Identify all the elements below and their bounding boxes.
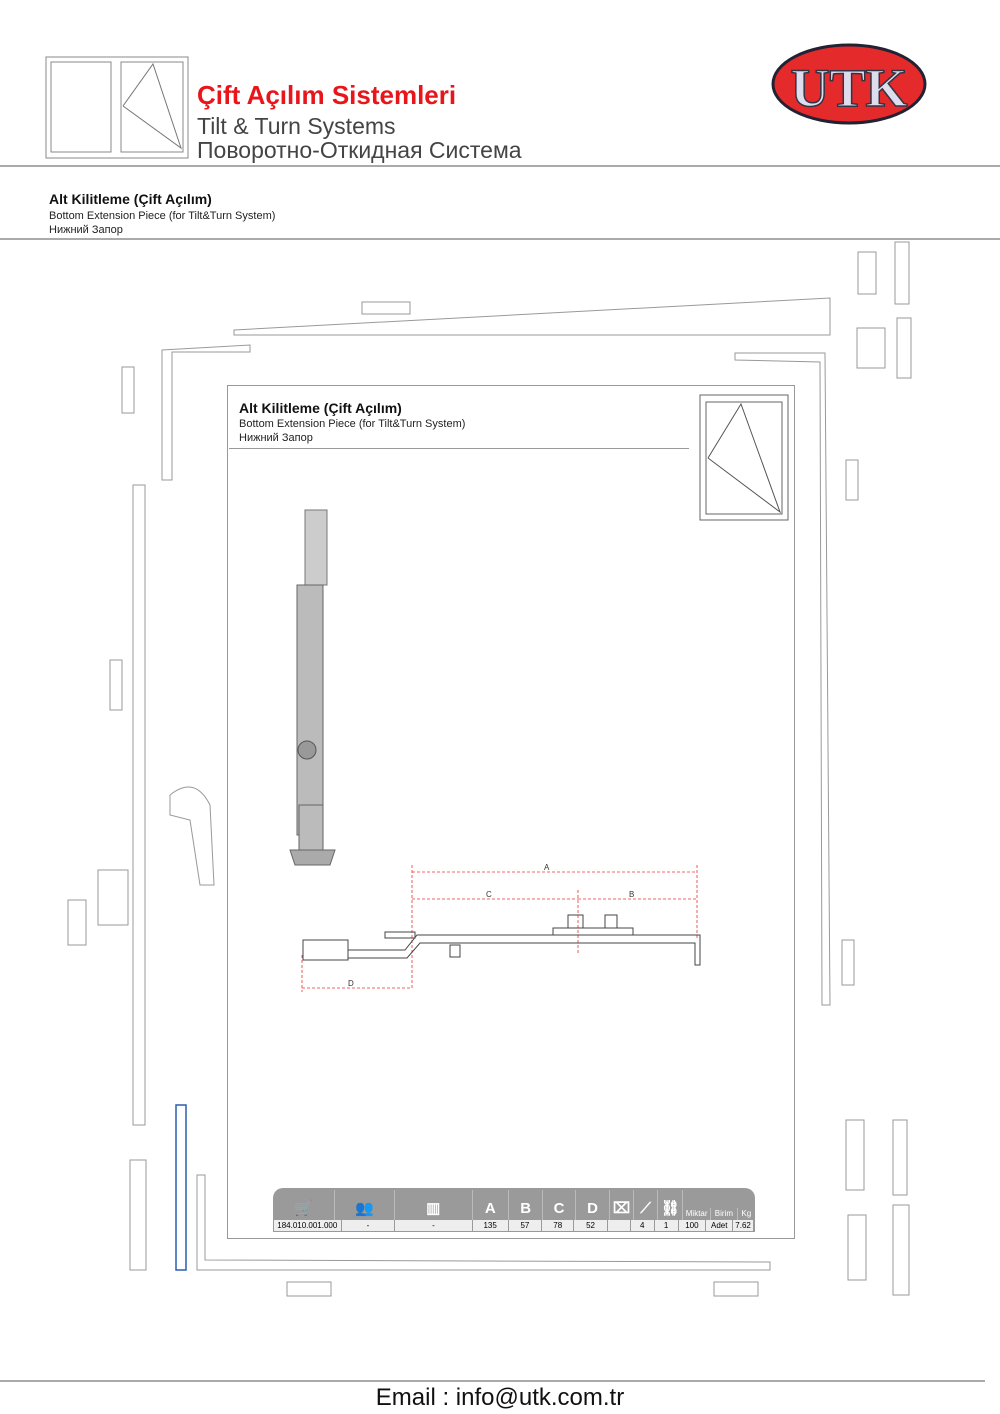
cart-icon: 🛒: [273, 1190, 335, 1220]
panel-subtitle-en: Bottom Extension Piece (for Tilt&Turn Sy…: [239, 418, 466, 430]
panel-subtitle-ru: Нижний Запор: [239, 432, 313, 444]
col-birim: Birim: [711, 1208, 738, 1220]
utk-logo: UTK: [771, 43, 927, 125]
window-icon: ▥: [395, 1190, 473, 1220]
dim-c-label: C: [486, 890, 492, 899]
col-c: C: [543, 1190, 576, 1220]
bottom-extension-piece-render: [289, 509, 336, 866]
col-b: B: [509, 1190, 544, 1220]
table-header: 🛒 👥 ▥ A B C D ⌧ ⟋ ⛓ Miktar Birim Kg: [273, 1188, 755, 1220]
section-subtitle-en: Bottom Extension Piece (for Tilt&Turn Sy…: [49, 210, 276, 222]
cell-miktar: 100: [678, 1220, 706, 1231]
cell-birim: Adet: [706, 1220, 733, 1231]
cell-link: 1: [654, 1220, 678, 1231]
cell-c: 78: [542, 1220, 574, 1231]
svg-text:UTK: UTK: [790, 58, 907, 118]
cell-code: 184.010.001.000: [274, 1220, 341, 1231]
cell-screw: 4: [630, 1220, 654, 1231]
cell-window: -: [395, 1220, 472, 1231]
product-spec-table: 🛒 👥 ▥ A B C D ⌧ ⟋ ⛓ Miktar Birim Kg 184.…: [273, 1188, 755, 1232]
hardware-exploded-view: [67, 241, 912, 1297]
dim-a-label: A: [544, 863, 550, 872]
section-title: Alt Kilitleme (Çift Açılım): [49, 191, 212, 207]
tilt-turn-window-icon: [699, 394, 789, 521]
dimension-drawing: A C B D: [301, 863, 701, 992]
part-icon: ⌧: [610, 1190, 634, 1220]
link-icon: ⛓: [658, 1190, 684, 1220]
dim-d-label: D: [348, 979, 354, 988]
cell-d: 52: [574, 1220, 607, 1231]
cell-part: [607, 1220, 630, 1231]
table-row: 184.010.001.000 - - 135 57 78 52 4 1 100…: [273, 1220, 755, 1232]
double-window-icon: [45, 56, 189, 159]
dim-b-label: B: [629, 890, 634, 899]
title-ru: Поворотно-Откидная Система: [197, 137, 522, 163]
col-kg: Kg: [741, 1209, 752, 1218]
cell-customer: -: [341, 1220, 395, 1231]
customer-icon: 👥: [335, 1190, 395, 1220]
cell-a: 135: [472, 1220, 508, 1231]
screw-icon: ⟋: [634, 1190, 659, 1220]
panel-title: Alt Kilitleme (Çift Açılım): [239, 400, 402, 416]
title-en: Tilt & Turn Systems: [197, 113, 396, 139]
col-a: A: [473, 1190, 509, 1220]
cell-b: 57: [508, 1220, 542, 1231]
footer-email[interactable]: Email : info@utk.com.tr: [375, 1384, 625, 1411]
cell-kg: 7.62: [733, 1220, 754, 1231]
col-miktar: Miktar: [683, 1208, 712, 1220]
col-d: D: [576, 1190, 611, 1220]
title-tr: Çift Açılım Sistemleri: [197, 80, 457, 110]
product-detail-panel: [227, 385, 795, 1239]
section-subtitle-ru: Нижний Запор: [49, 224, 123, 236]
